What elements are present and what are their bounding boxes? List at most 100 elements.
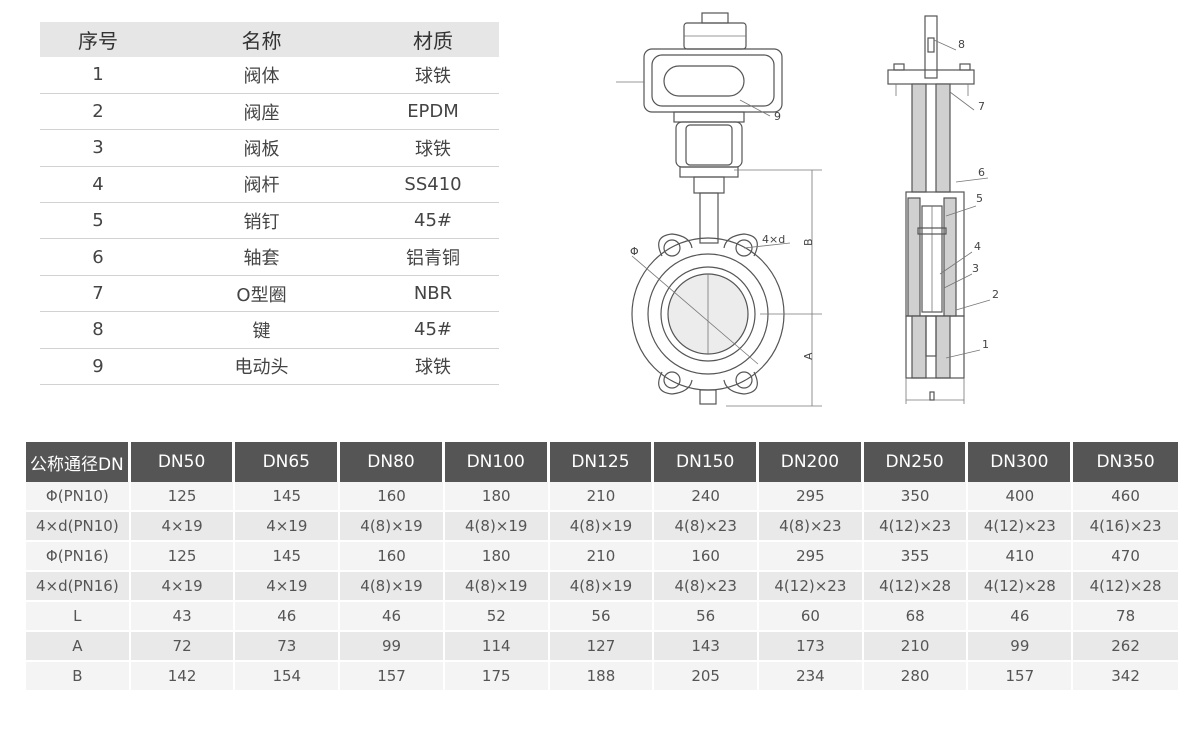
dims-cell: 4×19 (130, 512, 236, 542)
dims-cell: 127 (549, 632, 655, 662)
dims-header-size: DN200 (759, 442, 864, 482)
dims-cell: 160 (340, 542, 445, 572)
dims-cell: 99 (340, 632, 445, 662)
dims-cell: 56 (654, 602, 760, 632)
part-index: 6 (40, 238, 156, 276)
dims-cell: 145 (235, 482, 341, 512)
dims-cell: 46 (340, 602, 445, 632)
label-dim-a: A (802, 352, 815, 360)
dims-cell: 4×19 (235, 512, 341, 542)
part-name: 阀板 (156, 129, 367, 167)
dims-cell: 125 (130, 482, 236, 512)
dims-row-label: Φ(PN16) (26, 542, 131, 572)
part-index: 4 (40, 166, 156, 204)
part-index: 7 (40, 275, 156, 313)
valve-drawing: Φ 4×d B A 9 8 7 6 5 4 3 2 1 (616, 12, 999, 407)
part-material: 球铁 (367, 57, 499, 94)
dims-cell: 4(8)×19 (444, 512, 550, 542)
dims-cell: 157 (340, 662, 445, 692)
side-view (887, 15, 991, 404)
dims-cell: 4(12)×28 (968, 572, 1074, 602)
part-index: 5 (40, 202, 156, 240)
dims-cell: 99 (968, 632, 1074, 662)
dims-cell: 157 (968, 662, 1074, 692)
label-part-7: 7 (978, 100, 985, 113)
dims-cell: 114 (444, 632, 550, 662)
dims-cell: 142 (130, 662, 236, 692)
dims-cell: 350 (863, 482, 969, 512)
dims-row-label: Φ(PN10) (26, 482, 131, 512)
dims-cell: 210 (549, 482, 655, 512)
dims-header-size: DN100 (444, 442, 550, 482)
dims-cell: 4(16)×23 (1073, 512, 1178, 542)
dims-cell: 125 (130, 542, 236, 572)
part-name: 轴套 (156, 238, 367, 276)
part-index: 8 (40, 311, 156, 349)
part-material: SS410 (367, 166, 499, 204)
dims-row-label: 4×d(PN10) (26, 512, 131, 542)
dims-cell: 78 (1073, 602, 1178, 632)
dims-header-size: DN125 (549, 442, 655, 482)
dims-header-size: DN150 (654, 442, 760, 482)
dims-cell: 4×19 (235, 572, 341, 602)
dims-cell: 145 (235, 542, 341, 572)
dims-cell: 154 (235, 662, 341, 692)
part-index: 9 (40, 348, 156, 386)
part-index: 1 (40, 57, 156, 94)
dims-cell: 262 (1073, 632, 1178, 662)
dims-cell: 4(12)×23 (863, 512, 969, 542)
part-material: 铝青铜 (367, 238, 499, 276)
part-name: O型圈 (156, 275, 367, 313)
dims-cell: 4×19 (130, 572, 236, 602)
dims-header-label: 公称通径DN (26, 442, 131, 482)
dims-cell: 175 (444, 662, 550, 692)
dims-cell: 4(12)×23 (968, 512, 1074, 542)
dims-header-size: DN65 (235, 442, 341, 482)
dims-cell: 410 (968, 542, 1074, 572)
dims-cell: 205 (654, 662, 760, 692)
part-name: 阀体 (156, 57, 367, 94)
part-name: 键 (156, 311, 367, 349)
dims-header-size: DN350 (1073, 442, 1178, 482)
part-name: 电动头 (156, 348, 367, 386)
dims-cell: 4(8)×19 (444, 572, 550, 602)
dims-header-size: DN300 (968, 442, 1074, 482)
label-part-8: 8 (958, 38, 965, 51)
dims-cell: 295 (759, 542, 864, 572)
dims-cell: 4(12)×28 (863, 572, 969, 602)
label-part-6: 6 (978, 166, 985, 179)
dims-cell: 400 (968, 482, 1074, 512)
header-index: 序号 (40, 22, 156, 57)
dims-cell: 4(12)×23 (759, 572, 864, 602)
part-material: EPDM (367, 93, 499, 131)
dims-cell: 4(8)×19 (549, 572, 655, 602)
label-part-3: 3 (972, 262, 979, 275)
part-material: 球铁 (367, 348, 499, 386)
header-name: 名称 (156, 22, 367, 57)
dims-header-size: DN250 (863, 442, 969, 482)
label-bolt: 4×d (762, 233, 785, 246)
dims-cell: 68 (863, 602, 969, 632)
dims-cell: 143 (654, 632, 760, 662)
dims-cell: 46 (235, 602, 341, 632)
label-part-5: 5 (976, 192, 983, 205)
dims-cell: 46 (968, 602, 1074, 632)
dims-cell: 4(8)×23 (654, 512, 760, 542)
dims-row-label: 4×d(PN16) (26, 572, 131, 602)
dims-row-label: B (26, 662, 131, 692)
dims-cell: 160 (654, 542, 760, 572)
header-material: 材质 (367, 22, 499, 57)
dims-cell: 460 (1073, 482, 1178, 512)
part-material: NBR (367, 275, 499, 313)
part-name: 阀杆 (156, 166, 367, 204)
